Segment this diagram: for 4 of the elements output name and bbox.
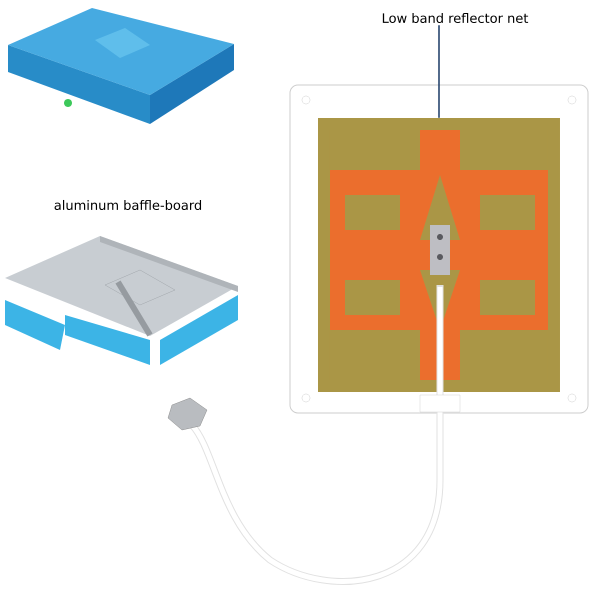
leader-line	[438, 25, 440, 118]
reflector-board-drawing	[318, 118, 560, 392]
part-label: aluminum baffle-board	[54, 200, 202, 210]
part-label: Low band reflector net	[382, 12, 528, 24]
